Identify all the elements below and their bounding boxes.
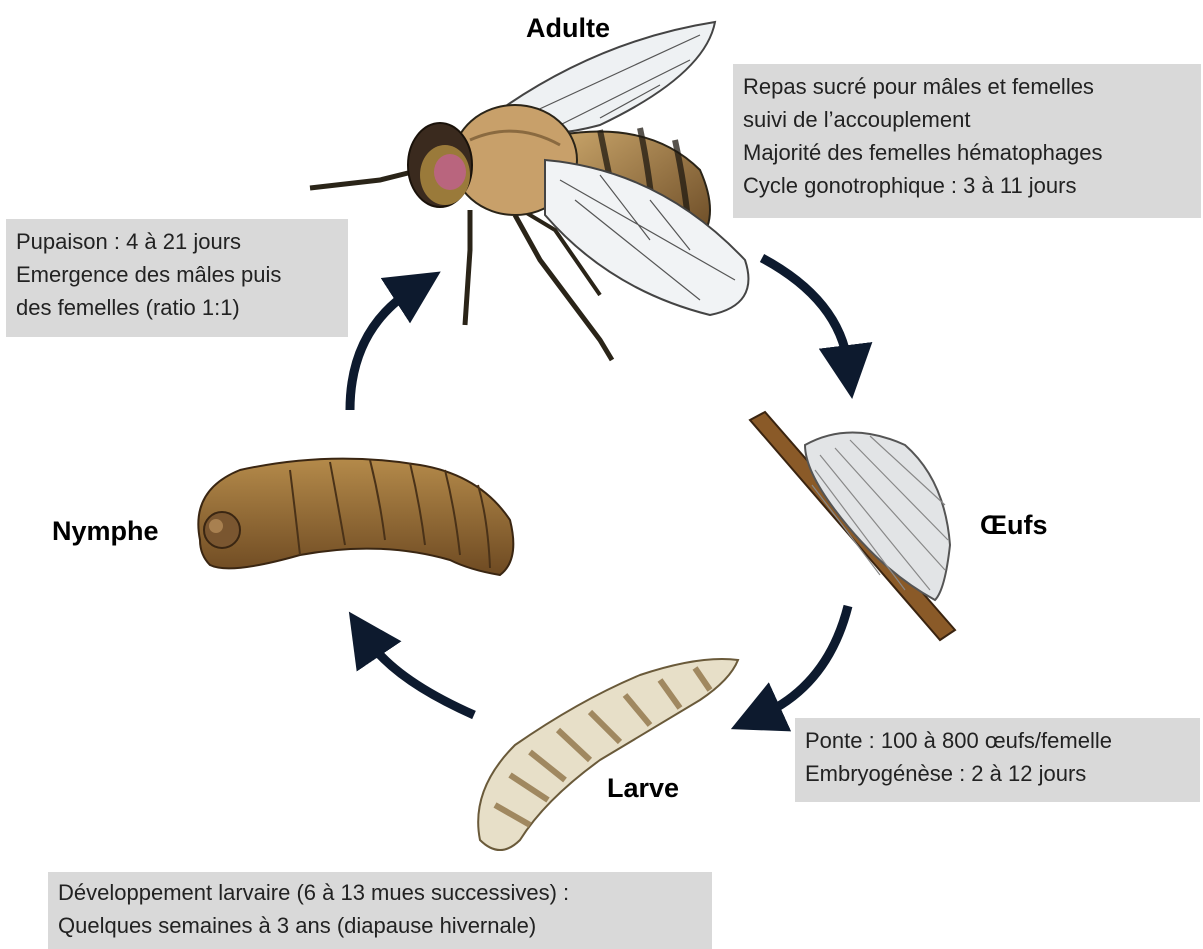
pupation-info-line: des femelles (ratio 1:1) xyxy=(16,291,338,324)
nymph-illustration xyxy=(198,459,513,575)
stage-label-nymph: Nymphe xyxy=(52,518,159,545)
adult-info-box: Repas sucré pour mâles et femelles suivi… xyxy=(733,64,1201,218)
larva-info-line: Développement larvaire (6 à 13 mues succ… xyxy=(58,876,702,909)
pupation-info-box: Pupaison : 4 à 21 jours Emergence des mâ… xyxy=(6,219,348,337)
egg-info-box: Ponte : 100 à 800 œufs/femelle Embryogén… xyxy=(795,718,1200,802)
arrow-adult-to-eggs xyxy=(762,258,848,365)
larva-illustration xyxy=(478,659,738,850)
adult-info-line: suivi de l’accouplement xyxy=(743,103,1191,136)
pupation-info-line: Pupaison : 4 à 21 jours xyxy=(16,225,338,258)
adult-fly-illustration xyxy=(310,22,748,360)
egg-info-line: Embryogénèse : 2 à 12 jours xyxy=(805,757,1190,790)
larva-info-box: Développement larvaire (6 à 13 mues succ… xyxy=(48,872,712,949)
arrow-eggs-to-larva xyxy=(762,606,848,715)
adult-info-line: Repas sucré pour mâles et femelles xyxy=(743,70,1191,103)
adult-info-line: Majorité des femelles hématophages xyxy=(743,136,1191,169)
arrow-larva-to-nymph xyxy=(368,640,474,715)
stage-label-larva: Larve xyxy=(607,775,679,802)
pupation-info-line: Emergence des mâles puis xyxy=(16,258,338,291)
stage-label-adult: Adulte xyxy=(526,15,610,42)
larva-info-line: Quelques semaines à 3 ans (diapause hive… xyxy=(58,909,702,942)
eggs-illustration xyxy=(750,412,955,640)
stage-label-eggs: Œufs xyxy=(980,512,1048,539)
arrow-nymph-to-adult xyxy=(350,290,412,410)
egg-info-line: Ponte : 100 à 800 œufs/femelle xyxy=(805,724,1190,757)
adult-info-line: Cycle gonotrophique : 3 à 11 jours xyxy=(743,169,1191,202)
